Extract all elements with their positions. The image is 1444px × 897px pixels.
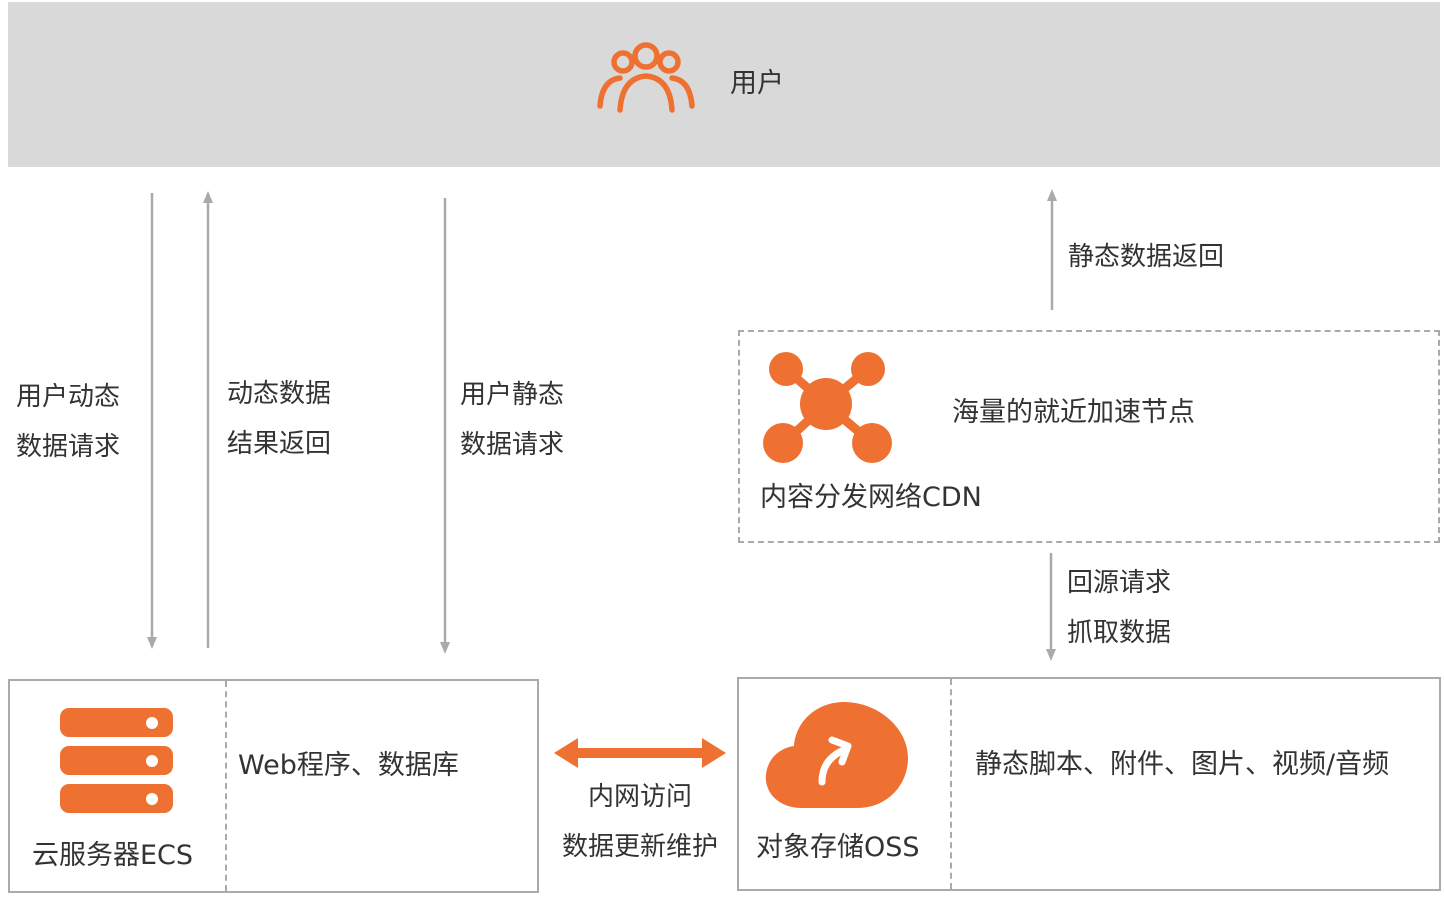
static-return-label: 静态数据返回 — [1068, 242, 1225, 272]
static-request-line-1: 用户静态 — [460, 380, 565, 410]
link-label: 内网访问 数据更新维护 — [550, 772, 730, 872]
oss-box — [737, 677, 1441, 891]
user-band — [8, 2, 1440, 167]
network-hub-icon — [763, 352, 892, 463]
dynamic-return-line-1: 动态数据 — [227, 379, 332, 409]
static-request-label: 用户静态 数据请求 — [460, 370, 564, 470]
dynamic-request-line-1: 用户动态 — [16, 382, 121, 412]
origin-fetch-label: 回源请求 抓取数据 — [1067, 558, 1171, 658]
dynamic-request-line-2: 数据请求 — [16, 432, 121, 462]
server-icon — [60, 708, 173, 813]
origin-fetch-line-2: 抓取数据 — [1067, 618, 1172, 648]
users-icon — [597, 42, 695, 113]
oss-divider — [950, 679, 952, 889]
link-line-1: 内网访问 — [587, 782, 692, 812]
static-request-line-2: 数据请求 — [460, 430, 565, 460]
dynamic-return-label: 动态数据 结果返回 — [227, 369, 331, 469]
ecs-description: Web程序、数据库 — [238, 750, 459, 781]
link-line-2: 数据更新维护 — [561, 832, 718, 862]
oss-name: 对象存储OSS — [756, 832, 920, 863]
oss-description: 静态脚本、附件、图片、视频/音频 — [975, 749, 1390, 780]
origin-fetch-line-1: 回源请求 — [1067, 568, 1172, 598]
cdn-box — [738, 330, 1440, 543]
cdn-name: 内容分发网络CDN — [760, 482, 982, 513]
double-arrow-icon — [554, 738, 726, 768]
ecs-divider — [225, 681, 227, 891]
ecs-box — [8, 679, 539, 893]
ecs-name: 云服务器ECS — [32, 840, 194, 871]
cloud-upload-icon — [765, 702, 908, 808]
dynamic-request-label: 用户动态 数据请求 — [16, 372, 120, 472]
dynamic-return-line-2: 结果返回 — [227, 429, 332, 459]
user-label: 用户 — [730, 68, 784, 99]
cdn-description: 海量的就近加速节点 — [952, 397, 1195, 428]
